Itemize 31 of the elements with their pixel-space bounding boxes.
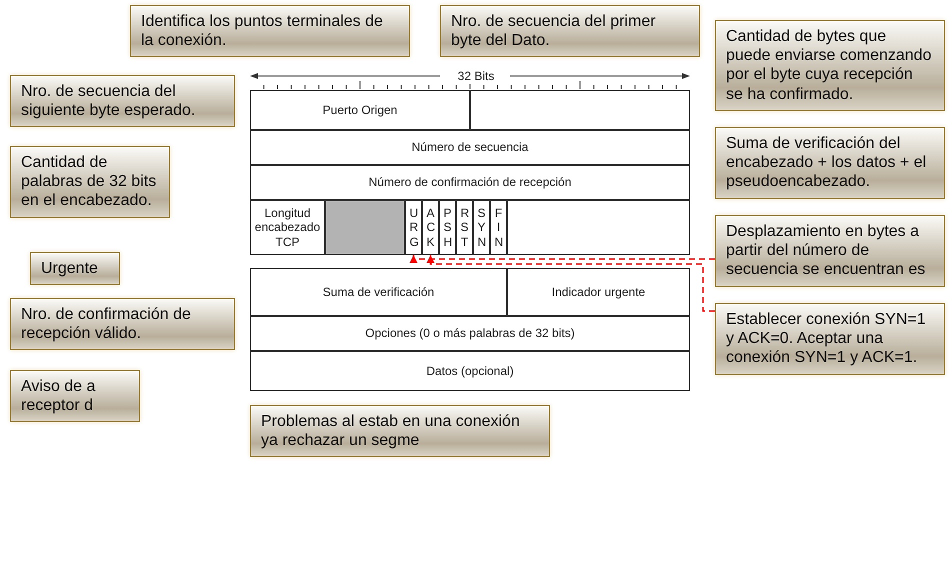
header-field-cell: Indicador urgente bbox=[507, 268, 690, 316]
header-field-cell bbox=[470, 90, 690, 130]
callout-box: Cantidad de palabras de 32 bits en el encabezado. bbox=[10, 146, 170, 218]
callout-box: Problemas al estab en una conexión ya rechazar un segme bbox=[250, 405, 550, 458]
header-field-cell: Opciones (0 o más palabras de 32 bits) bbox=[250, 316, 690, 351]
callout-box: Suma de verificación del encabezado + los datos + el pseudoencabezado. bbox=[715, 127, 945, 199]
header-field-cell: Puerto Origen bbox=[250, 90, 470, 130]
callout-box: Establecer conexión SYN=1 y ACK=0. Aceptar una conexión SYN=1 y ACK=1. bbox=[715, 303, 945, 375]
flag-cell: RST bbox=[456, 200, 473, 255]
callout-box: Desplazamiento en bytes a partir del número de secuencia se encuentran es bbox=[715, 215, 945, 287]
header-field-cell: Número de confirmación de recepción bbox=[250, 165, 690, 200]
header-field-cell: Suma de verificación bbox=[250, 268, 507, 316]
callout-box: Nro. de secuencia del siguiente byte esperado. bbox=[10, 75, 235, 128]
flag-cell: ACK bbox=[422, 200, 439, 255]
flag-cell: PSH bbox=[439, 200, 456, 255]
callout-box: Aviso de a receptor d bbox=[10, 370, 140, 422]
flag-cell: FIN bbox=[490, 200, 507, 255]
header-field-cell: Número de secuencia bbox=[250, 130, 690, 165]
dashed-arrow bbox=[426, 255, 715, 312]
header-field-cell: Datos (opcional) bbox=[250, 351, 690, 391]
header-field-cell bbox=[507, 200, 690, 255]
callout-box: Identifica los puntos terminales de la conexión. bbox=[130, 5, 410, 58]
callout-box: Urgente bbox=[30, 252, 120, 286]
header-field-cell: Longitud encabezado TCP bbox=[250, 200, 325, 255]
callout-box: Cantidad de bytes que puede enviarse comenzando por el byte cuya recepción se ha confirmado. bbox=[715, 20, 945, 111]
dashed-arrow bbox=[410, 255, 715, 263]
callout-box: Nro. de confirmación de recepción válido. bbox=[10, 298, 235, 350]
flag-cell: SYN bbox=[473, 200, 490, 255]
callout-box: Nro. de secuencia del primer byte del Dato. bbox=[440, 5, 700, 58]
reserved-field-cell bbox=[325, 200, 405, 255]
flag-cell: URG bbox=[405, 200, 422, 255]
